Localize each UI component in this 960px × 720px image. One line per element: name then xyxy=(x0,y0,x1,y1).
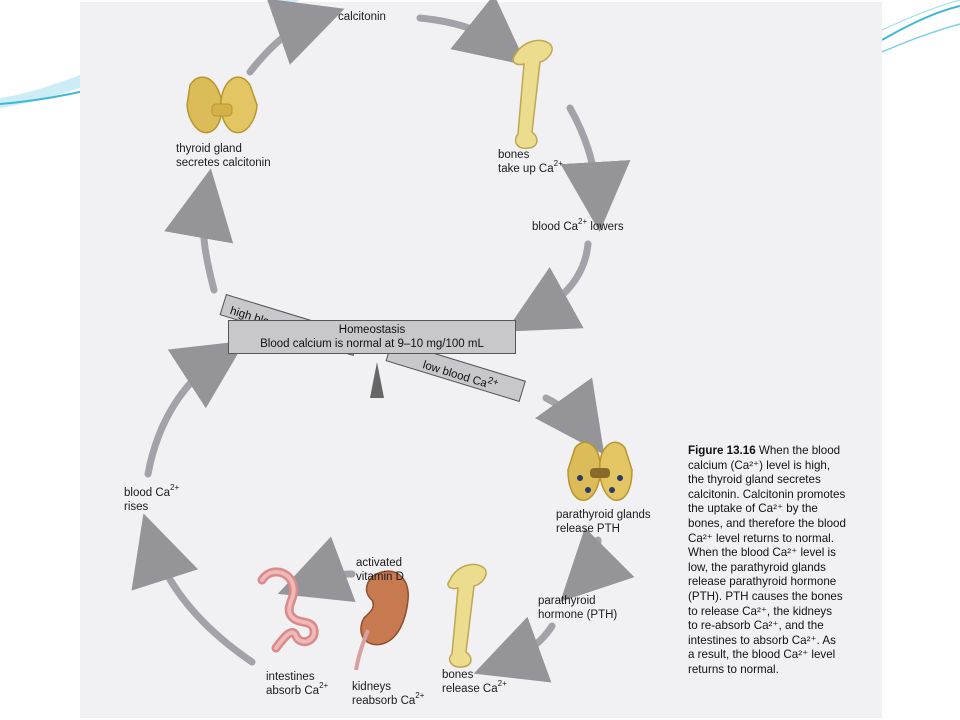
bone-top-icon xyxy=(512,39,553,150)
caption-line: (PTH). PTH causes the bones xyxy=(688,589,843,603)
label-activated-vitamin-d: activated vitamin D xyxy=(356,557,404,583)
caption-line: to re-absorb Ca²⁺, and the xyxy=(688,619,824,633)
arrow-calcitonin-to-bones xyxy=(416,0,527,66)
arrow-bones-to-rises xyxy=(131,513,256,666)
label-parathyroid-hormone: parathyroid hormone (PTH) xyxy=(538,595,618,621)
homeostasis-normal-range: Blood calcium is normal at 9–10 mg/100 m… xyxy=(260,338,484,350)
caption-line: low, the parathyroid glands xyxy=(688,560,826,574)
caption-line: When the blood Ca²⁺ level is xyxy=(688,546,836,560)
label-thyroid-gland: thyroid gland secretes calcitonin xyxy=(176,143,271,169)
caption-line: a result, the blood Ca²⁺ level xyxy=(688,648,836,662)
label-parathyroid-glands: parathyroid glands release PTH xyxy=(556,509,651,535)
homeostasis-box: Homeostasis Blood calcium is normal at 9… xyxy=(228,320,516,354)
homeostasis-title: Homeostasis xyxy=(338,324,406,336)
label-bones-take-up: bones take up Ca2+ xyxy=(498,149,563,175)
caption-line: returns to normal. xyxy=(688,662,779,676)
label-intestines: intestines absorb Ca2+ xyxy=(266,671,329,697)
arrow-pth-to-bones xyxy=(473,616,556,683)
parathyroid-glands-icon xyxy=(567,441,633,501)
caption-line: to release Ca²⁺, the kidneys xyxy=(688,604,833,618)
arrow-parathyroid-to-pth xyxy=(560,527,635,602)
bone-bottom-icon xyxy=(447,563,487,668)
label-bones-release: bones release Ca2+ xyxy=(442,669,507,695)
caption-line: bones, and therefore the blood xyxy=(688,516,846,530)
label-kidneys: kidneys reabsorb Ca2+ xyxy=(352,681,425,707)
caption-line: intestines to absorb Ca²⁺. As xyxy=(688,633,836,647)
thyroid-gland-icon xyxy=(186,76,258,134)
caption-line: calcitonin. Calcitonin promotes xyxy=(688,487,846,501)
figure-caption: Figure 13.16 When the blood calcium (Ca²… xyxy=(688,444,878,678)
label-blood-rises: blood Ca2+ rises xyxy=(124,483,180,513)
cycle-arrows xyxy=(131,0,635,683)
caption-line: release parathyroid hormone xyxy=(688,575,837,589)
kidney-icon xyxy=(354,570,409,671)
arrow-thyroid-to-calcitonin xyxy=(246,0,345,76)
caption-line: the uptake of Ca²⁺ by the xyxy=(688,502,818,516)
caption-line: Ca²⁺ level returns to normal. xyxy=(688,531,834,545)
arrow-lowers-to-homeostasis xyxy=(505,240,592,332)
label-calcitonin: calcitonin xyxy=(338,11,386,23)
arrow-vitamin-to-intestine xyxy=(277,536,356,603)
arrow-bones-to-lowers xyxy=(560,104,631,232)
intestine-icon xyxy=(257,567,319,653)
arrow-high-to-thyroid xyxy=(164,168,234,294)
arrow-rises-to-homeostasis xyxy=(144,340,246,478)
label-blood-lowers: blood Ca2+ lowers xyxy=(532,217,624,233)
arrow-low-to-parathyroid xyxy=(535,377,605,455)
caption-line: When the blood xyxy=(755,444,841,457)
caption-line: the thyroid gland secretes xyxy=(688,473,821,487)
caption-line: calcium (Ca²⁺) level is high, xyxy=(688,458,831,472)
fulcrum-triangle xyxy=(370,362,384,398)
figure-number: Figure 13.16 xyxy=(688,444,756,457)
